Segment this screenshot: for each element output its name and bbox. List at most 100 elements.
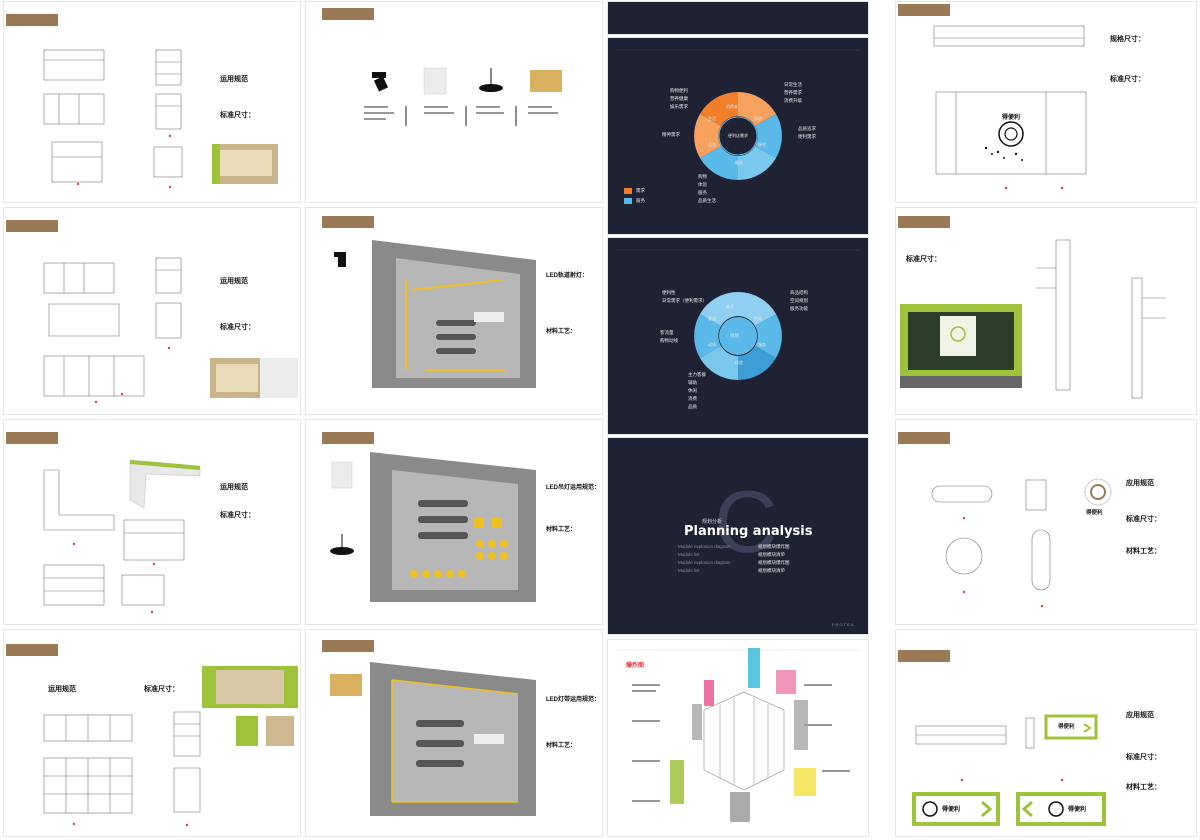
- outer-label: 日常生活: [784, 82, 802, 87]
- section-label: 标准尺寸：: [1110, 76, 1145, 83]
- donut-segment-label: 空间: [754, 316, 762, 321]
- spec-page-shelving-1: 运用规范 标准尺寸：: [4, 2, 300, 202]
- header-bar: [898, 216, 950, 228]
- outer-label: 休闲: [688, 388, 697, 393]
- outer-label: 品质生活: [698, 198, 716, 203]
- outer-label: 消费: [688, 396, 697, 401]
- module-block: [794, 700, 808, 750]
- donut-segment-label: 客流: [708, 316, 716, 321]
- module-block: [704, 680, 714, 706]
- spec-page-shelving-2: 运用规范 标准尺寸：: [4, 208, 300, 414]
- module-block: [692, 704, 702, 740]
- track-spotlight-icon: [372, 72, 389, 92]
- outer-label: 购物便利: [670, 88, 688, 93]
- brand-name: 得便利: [1002, 115, 1021, 121]
- legend-label: 服务: [636, 198, 645, 203]
- hanging-sign-spec: 得便利 应用规范 标准尺寸： 材料工艺：: [896, 420, 1196, 624]
- storefront-drawing: [933, 25, 1087, 190]
- section-label: 标准尺寸：: [220, 112, 255, 119]
- led-strip-icon: [330, 674, 362, 696]
- donut-segment-label: 服务: [735, 160, 743, 165]
- module-block: [748, 648, 760, 688]
- pendant-light-icon: [330, 534, 354, 555]
- outer-label: 营养需求: [784, 90, 802, 95]
- floor-plan: [330, 662, 536, 816]
- direction-sign: [912, 792, 1000, 826]
- planning-line-en: Module explosion diagram: [678, 560, 731, 565]
- outer-label: 辅助: [688, 380, 697, 385]
- header-bar: [898, 432, 950, 444]
- footer-brand: PROTEA: [832, 622, 855, 627]
- direction-sign: [1016, 792, 1106, 826]
- section-label: LED吊灯运用规范：: [546, 485, 601, 491]
- technical-drawing: [43, 666, 298, 827]
- outer-label: 日常需求（便利需求）: [662, 298, 707, 303]
- header-bar: [322, 8, 374, 20]
- donut-diagram: [616, 49, 860, 180]
- chevron-right-icon: [1083, 723, 1092, 733]
- technical-drawing: [43, 257, 298, 404]
- planning-analysis-divider: C 规划分析 Planning analysis Module explosio…: [608, 438, 868, 634]
- outer-label: 客流量: [660, 330, 674, 335]
- header-bar: [6, 220, 58, 232]
- brand-name: 得便利: [1068, 807, 1087, 813]
- planning-line-cn: 规划模块爆炸图: [758, 560, 790, 565]
- brand-name: 得便利: [1058, 724, 1075, 730]
- module-block: [776, 670, 796, 694]
- outer-label: 服务功能: [790, 306, 808, 311]
- outer-label: 体验: [698, 182, 707, 187]
- section-label: 标准尺寸：: [1126, 754, 1161, 761]
- storefront-render-spec: 标准尺寸：: [896, 208, 1196, 414]
- lighting-plan-strip: LED灯带运用规范： 材料工艺：: [306, 630, 602, 836]
- section-label: 材料工艺：: [1126, 548, 1161, 555]
- section-label: 运用规范: [220, 484, 248, 491]
- outer-label: 消费升级: [784, 98, 802, 103]
- section-label: 标准尺寸：: [1126, 516, 1161, 523]
- section-label: 应用规范: [1126, 480, 1154, 487]
- section-label: LED轨道射灯：: [546, 273, 589, 279]
- floor-plan: [330, 452, 536, 602]
- diagram-title: 爆炸图: [626, 663, 645, 669]
- legend-swatch-orange: [624, 188, 632, 194]
- planning-line-en: Module list: [678, 552, 700, 557]
- header-bar: [322, 432, 374, 444]
- brand-name: 得便利: [1086, 510, 1103, 516]
- header-bar: [898, 4, 950, 16]
- section-label: 标准尺寸：: [220, 324, 255, 331]
- outer-label: 便利性: [662, 290, 676, 295]
- donut-segment-label: 消费者: [726, 104, 738, 109]
- section-label: 标准尺寸：: [220, 512, 255, 519]
- planning-line-en: Module list: [678, 568, 700, 573]
- section-label: 运用规范: [220, 76, 248, 83]
- led-strip-icon: [530, 70, 562, 92]
- technical-drawing: [43, 49, 278, 189]
- section-label: 应用规范: [1126, 712, 1154, 719]
- floor-plan: [334, 240, 536, 388]
- donut-segment-label: 品质: [708, 142, 716, 147]
- lighting-plan-pendant: LED吊灯运用规范： 材料工艺：: [306, 420, 602, 624]
- donut-segment-label: 体验: [735, 360, 743, 365]
- donut-segment-label: 便利: [758, 142, 766, 147]
- outer-label: 营养健康: [670, 96, 688, 101]
- section-label: 标准尺寸：: [906, 256, 941, 263]
- donut-segment-label: 动线: [708, 342, 716, 347]
- module-explosion-diagram: 爆炸图: [608, 640, 868, 836]
- technical-drawing: [43, 459, 201, 614]
- outer-label: 空间规划: [790, 298, 808, 303]
- section-label: 材料工艺：: [1126, 784, 1161, 791]
- dark-strip-top: [608, 2, 868, 34]
- header-bar: [6, 644, 58, 656]
- panel-light-icon: [331, 461, 353, 489]
- planning-line-en: Module explosion diagram: [678, 544, 731, 549]
- section-label: 标准尺寸：: [144, 686, 179, 693]
- panel-light-icon: [423, 67, 447, 95]
- section-caption: 规划分析: [702, 519, 723, 525]
- section-label: 规格尺寸：: [1110, 36, 1145, 43]
- fixture-row: [364, 67, 562, 126]
- planning-line-cn: 规划模块清单: [758, 568, 785, 573]
- outer-label: 精神需求: [662, 132, 680, 137]
- storefront-render: [900, 239, 1166, 399]
- pendant-light-icon: [479, 68, 503, 92]
- brand-name: 得便利: [942, 807, 961, 813]
- outer-label: 购物动线: [660, 338, 678, 343]
